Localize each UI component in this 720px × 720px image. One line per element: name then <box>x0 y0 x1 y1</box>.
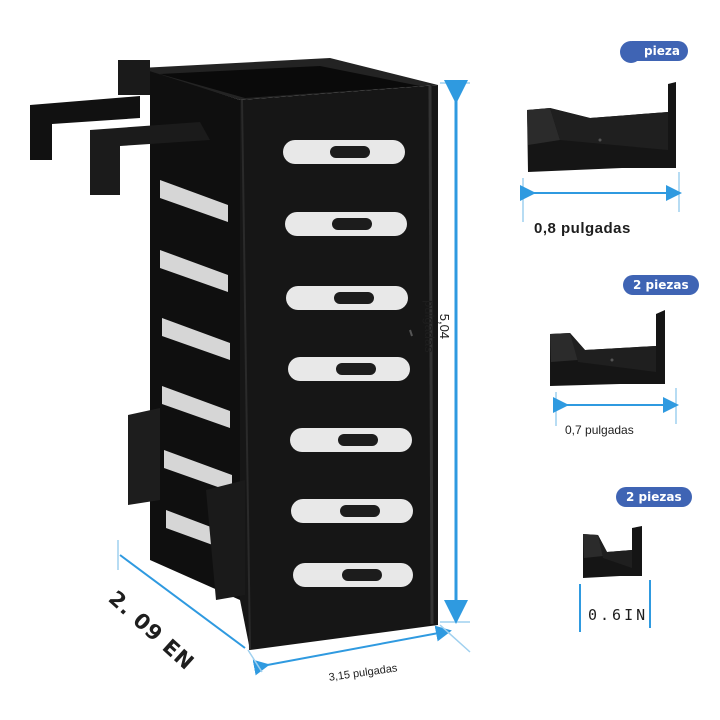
width-dimension <box>247 624 471 676</box>
hook-2-size-label: 0,7 pulgadas <box>565 423 634 437</box>
hook-medium-dimension <box>553 388 679 426</box>
hook-3-size-label: 0.6IN <box>588 606 649 624</box>
hook-medium <box>550 310 665 386</box>
hook-3-badge: 2 piezas <box>616 487 692 507</box>
height-label: 5,04 pulgadas <box>422 300 452 353</box>
hook-small-dimension <box>579 580 651 632</box>
hook-2-badge: 2 piezas <box>623 275 699 295</box>
hook-large-dimension <box>520 172 682 222</box>
hook-large <box>527 82 676 172</box>
hook-1-size-label: 0,8 pulgadas <box>534 220 631 237</box>
height-dimension <box>440 80 470 624</box>
holder-organizer <box>30 58 438 651</box>
depth-dimension <box>117 540 246 649</box>
hook-1-badge: pieza <box>632 41 688 61</box>
hook-small <box>583 526 642 578</box>
